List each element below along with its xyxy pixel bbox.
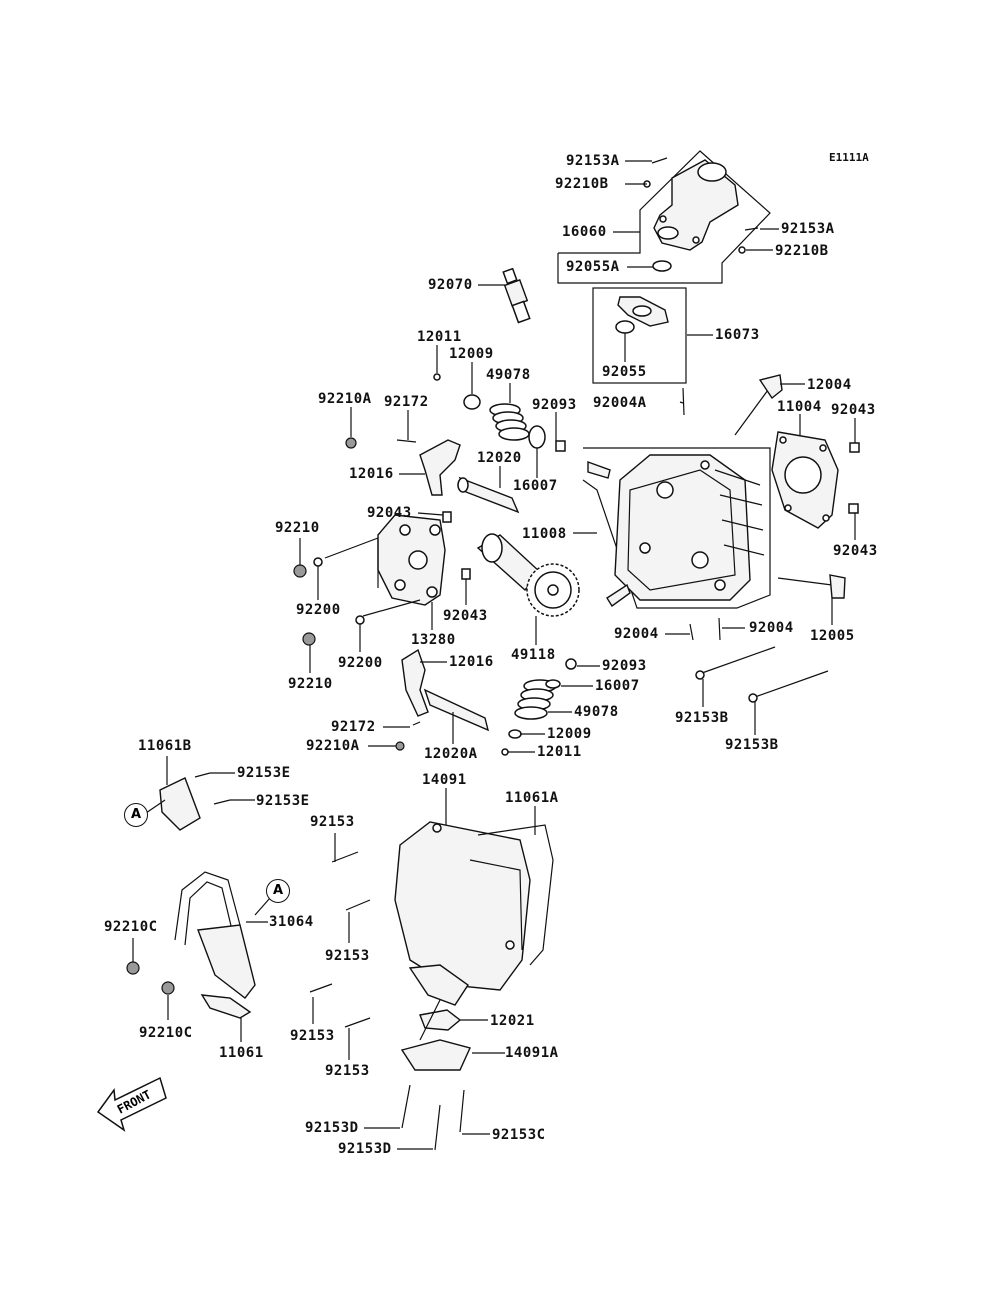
label-49118: 49118 — [511, 647, 556, 663]
label-92043-low: 92043 — [443, 608, 488, 624]
label-11004: 11004 — [777, 399, 822, 415]
label-92210-left1: 92210 — [275, 520, 320, 536]
label-92055A: 92055A — [566, 259, 620, 275]
label-92172-low: 92172 — [331, 719, 376, 735]
callout-a-right: A — [266, 879, 290, 903]
leader-lines — [132, 160, 856, 1150]
valve-spring-upper — [489, 403, 530, 441]
label-92200-left2: 92200 — [338, 655, 383, 671]
label-92210A-low: 92210A — [306, 738, 360, 754]
label-12021: 12021 — [490, 1013, 535, 1029]
rocker-arm-part — [419, 439, 461, 496]
label-92153E-2: 92153E — [256, 793, 310, 809]
o-ring-92055 — [615, 320, 635, 334]
label-16007-top: 16007 — [513, 478, 558, 494]
label-12020: 12020 — [477, 450, 522, 466]
label-92093-low: 92093 — [602, 658, 647, 674]
label-16073: 16073 — [715, 327, 760, 343]
gasket-11061-part — [200, 994, 252, 1019]
cover-14091a-part — [400, 964, 471, 1071]
label-92043-mid: 92043 — [367, 505, 412, 521]
label-92210-left2: 92210 — [288, 676, 333, 692]
guard-bracket-part — [174, 871, 256, 999]
label-11008: 11008 — [522, 526, 567, 542]
label-12020A: 12020A — [424, 746, 478, 762]
intake-group-frame — [557, 150, 771, 284]
small-hardware — [126, 157, 860, 1151]
label-92153-2: 92153 — [325, 948, 370, 964]
head-group-frame — [582, 447, 771, 609]
label-31064: 31064 — [269, 914, 314, 930]
label-16007-low: 16007 — [595, 678, 640, 694]
label-92004-left: 92004 — [614, 626, 659, 642]
label-12016-low: 12016 — [449, 654, 494, 670]
cylinder-head-cover-part — [394, 821, 554, 991]
callout-a-left: A — [124, 803, 148, 827]
label-11061B: 11061B — [138, 738, 192, 754]
o-ring-92055a — [652, 260, 672, 272]
label-14091A: 14091A — [505, 1045, 559, 1061]
label-49078-top: 49078 — [486, 367, 531, 383]
plate-11061b-part — [159, 777, 201, 831]
label-92200-left1: 92200 — [296, 602, 341, 618]
seal-16007-top — [528, 425, 546, 449]
rocker-shaft-part — [457, 476, 520, 514]
label-92004A: 92004A — [593, 395, 647, 411]
label-13280: 13280 — [411, 632, 456, 648]
gasket-12021-part — [419, 1009, 462, 1031]
spark-plug-part — [502, 267, 531, 324]
cam-sprocket-part — [526, 563, 580, 617]
exhaust-valve-part — [777, 574, 846, 599]
label-11061A: 11061A — [505, 790, 559, 806]
label-92153D-1: 92153D — [305, 1120, 359, 1136]
label-14091: 14091 — [422, 772, 467, 788]
diagram-code: E1111A — [829, 151, 869, 164]
label-92210B-right: 92210B — [775, 243, 829, 259]
label-92043-right2: 92043 — [833, 543, 878, 559]
rocker-arm-lower — [401, 648, 490, 732]
front-arrow — [96, 1076, 167, 1132]
label-12011-low: 12011 — [537, 744, 582, 760]
label-92210C-1: 92210C — [104, 919, 158, 935]
retainer-12009-top — [463, 394, 481, 410]
label-11061: 11061 — [219, 1045, 264, 1061]
label-92153B-right: 92153B — [725, 737, 779, 753]
label-12011-top: 12011 — [417, 329, 462, 345]
label-92043-right1: 92043 — [831, 402, 876, 418]
label-12016-top: 12016 — [349, 466, 394, 482]
label-12009-low: 12009 — [547, 726, 592, 742]
intake-valve-part — [734, 374, 783, 436]
label-49078-low: 49078 — [574, 704, 619, 720]
label-16060: 16060 — [562, 224, 607, 240]
label-92093-top: 92093 — [532, 397, 577, 413]
label-92153E-1: 92153E — [237, 765, 291, 781]
label-92153C: 92153C — [492, 1127, 546, 1143]
label-92153A-top: 92153A — [566, 153, 620, 169]
cylinder-head-part — [614, 454, 765, 601]
label-92210B-top: 92210B — [555, 176, 609, 192]
label-92004-right: 92004 — [749, 620, 794, 636]
label-92172-top: 92172 — [384, 394, 429, 410]
label-12005: 12005 — [810, 628, 855, 644]
label-92153D-2: 92153D — [338, 1141, 392, 1157]
label-92153B-left: 92153B — [675, 710, 729, 726]
camshaft-holder-part — [377, 514, 446, 606]
label-92153-4: 92153 — [325, 1063, 370, 1079]
intake-pipe-part — [653, 159, 739, 251]
label-92210A-top: 92210A — [318, 391, 372, 407]
label-12004: 12004 — [807, 377, 852, 393]
label-92210C-2: 92210C — [139, 1025, 193, 1041]
label-12009-top: 12009 — [449, 346, 494, 362]
gasket-group-frame — [592, 287, 687, 384]
label-92070: 92070 — [428, 277, 473, 293]
label-92055: 92055 — [602, 364, 647, 380]
label-92153A-right: 92153A — [781, 221, 835, 237]
label-92153-3: 92153 — [290, 1028, 335, 1044]
label-92153-1: 92153 — [310, 814, 355, 830]
